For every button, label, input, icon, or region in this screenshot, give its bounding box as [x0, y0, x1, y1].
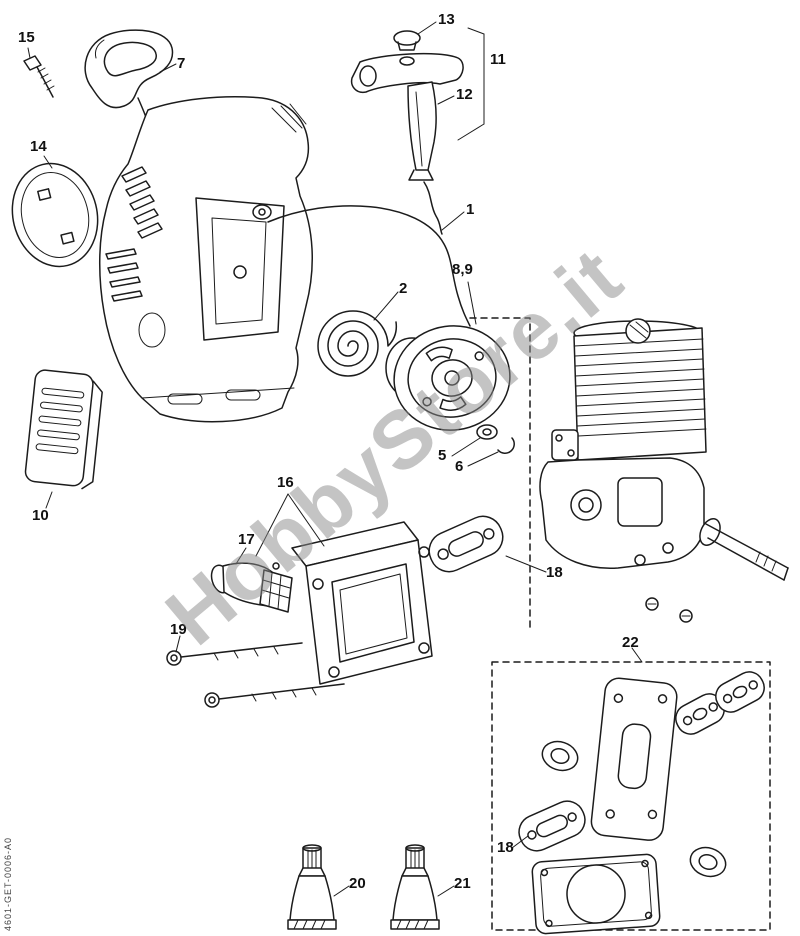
- grease-tube-21-drawing: [390, 844, 440, 930]
- deflector-17-drawing: [210, 562, 293, 613]
- gasket-set-22-drawing: [491, 661, 771, 935]
- engine-assembly-drawing: [469, 317, 789, 633]
- document-code: 4601-GET-0006-A0: [3, 836, 13, 931]
- grease-tube-20-drawing: [287, 844, 337, 930]
- clip-6-drawing: [497, 437, 515, 454]
- cover-plate-14-drawing: [11, 162, 99, 268]
- washer-5-drawing: [476, 424, 498, 440]
- starter-handle-12-drawing: [350, 27, 485, 235]
- rewind-spring-2-drawing: [317, 310, 398, 377]
- gasket-18-drawing: [428, 515, 504, 573]
- rope-rotor-8-9-drawing: [385, 325, 511, 431]
- screws-19-drawing: [166, 642, 345, 708]
- cover-10-drawing: [24, 369, 103, 490]
- screw-15-drawing: [23, 55, 55, 98]
- starter-housing-1-drawing: [98, 96, 471, 423]
- muffler-16-drawing: [291, 521, 433, 685]
- leader-lines: [27, 21, 643, 897]
